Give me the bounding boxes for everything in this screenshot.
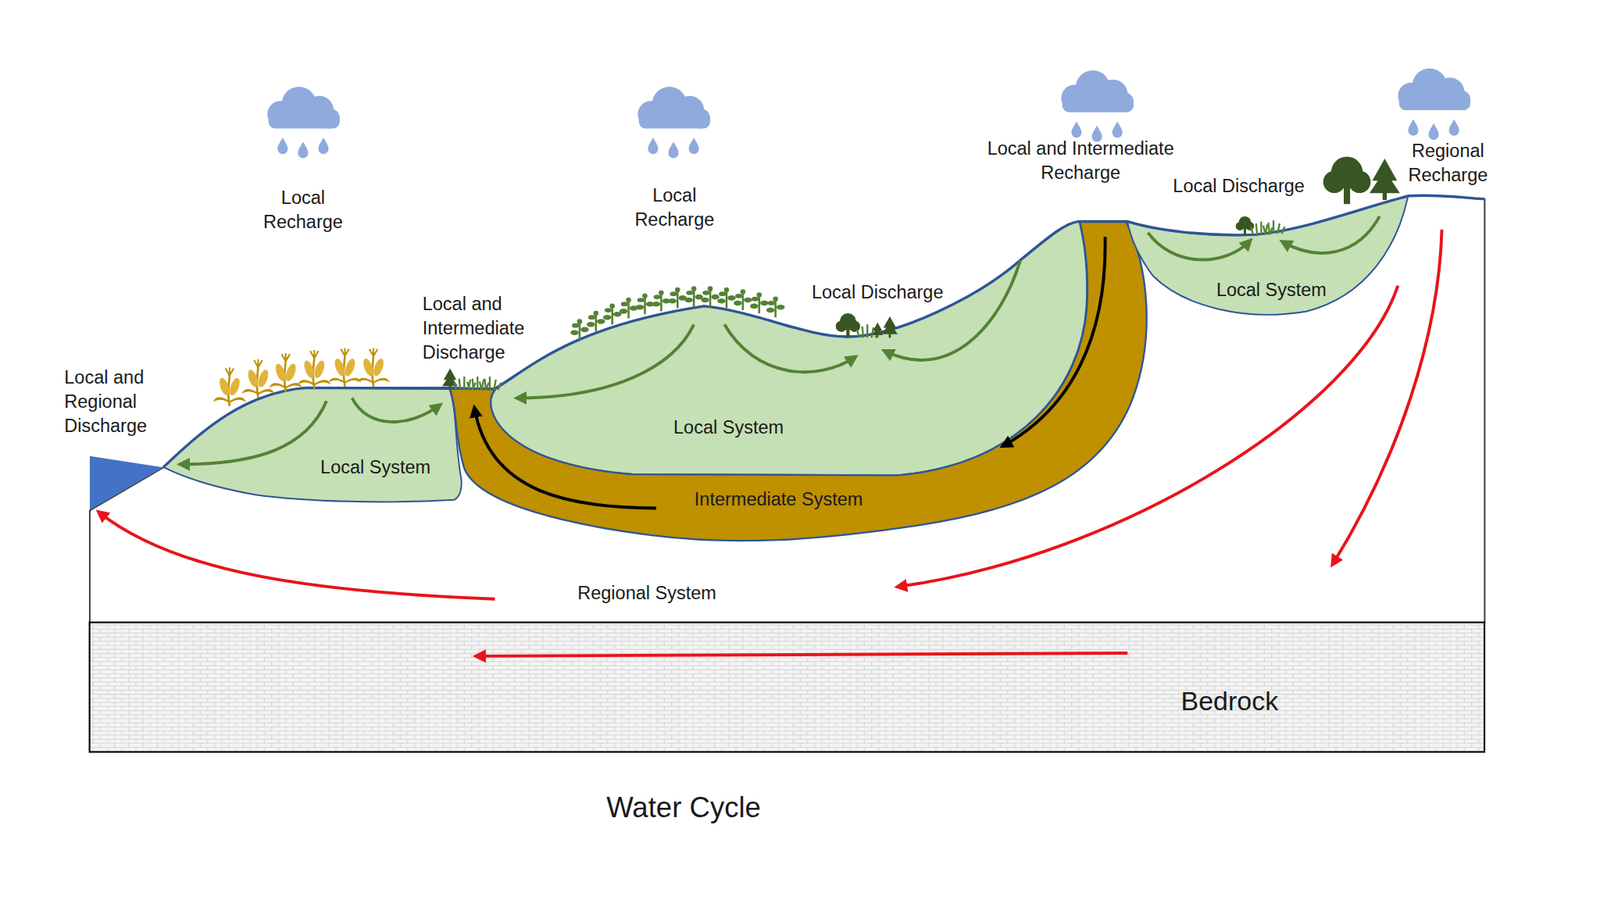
- system-name: Regional System: [577, 582, 717, 604]
- zone-label: Local and Intermediate Discharge: [422, 292, 546, 366]
- crop-plants: [357, 347, 390, 387]
- zone-label: Local and Intermediate Recharge: [971, 136, 1191, 186]
- bedrock-layer-shape: [89, 622, 1485, 753]
- rain-clouds: [267, 86, 340, 158]
- rain-clouds: [1060, 70, 1134, 142]
- rain-clouds: [637, 86, 711, 158]
- crop-plants: [242, 359, 275, 399]
- seedling-plants: [717, 287, 736, 309]
- regional-flow-system-shape: [89, 195, 1485, 623]
- crop-plants: [213, 367, 247, 407]
- rain-clouds: [1397, 68, 1471, 140]
- crop-plants: [328, 347, 362, 387]
- zone-label: Local and Regional Discharge: [64, 365, 167, 440]
- rain-clouds: [267, 68, 1471, 159]
- zone-label: Local Discharge: [775, 280, 980, 305]
- wetland-vegetation: [1369, 158, 1400, 200]
- local-flow-system: Local System: [153, 377, 470, 511]
- seedling-plants: [700, 285, 720, 308]
- seedling-plants: [750, 292, 769, 314]
- zone-label: Local Discharge: [1136, 174, 1341, 199]
- system-name: Bedrock: [1181, 685, 1279, 718]
- seedling-plants: [733, 289, 753, 311]
- local-flow-system-outline: [1117, 189, 1418, 327]
- intermediate-flow-system: Intermediate System: [439, 214, 1164, 551]
- system-name: Local System: [673, 416, 784, 439]
- local-flow-system: Local System: [1117, 189, 1418, 327]
- local-flow-system-shape: [490, 221, 1088, 475]
- system-name: Local System: [1216, 278, 1327, 301]
- regional-flow-system: Regional SystemLocal SystemLocal SystemI…: [86, 189, 1488, 626]
- zone-label: Regional Recharge: [1399, 139, 1497, 189]
- local-flow-system-shape: [1127, 196, 1408, 315]
- wetland-vegetation: [442, 368, 458, 390]
- wetland-vegetation: [1323, 156, 1372, 204]
- wetland-vegetation: [1235, 216, 1255, 236]
- figure-caption: Water Cycle: [606, 791, 761, 825]
- wetland-vegetation: [835, 313, 861, 338]
- zone-label: Local Recharge: [252, 185, 355, 236]
- crop-plants: [269, 353, 303, 393]
- zone-label: Local Recharge: [623, 183, 726, 233]
- system-name: Local System: [320, 456, 431, 479]
- seedling-plants: [635, 293, 655, 315]
- seedling-plants: [652, 290, 672, 312]
- bedrock-layer: Bedrock: [87, 620, 1487, 754]
- crop-plants: [297, 350, 331, 390]
- local-flow-system-outline: [153, 377, 470, 511]
- seedling-plants: [619, 297, 639, 319]
- seedling-plants: [586, 310, 606, 333]
- seedling-plants: [603, 303, 622, 325]
- system-name: Intermediate System: [694, 488, 864, 511]
- intermediate-flow-system-shape: [449, 221, 1147, 541]
- seedling-plants: [684, 285, 704, 308]
- seedling-plants: [668, 287, 688, 309]
- seedling-plants: [766, 296, 786, 318]
- local-flow-system-shape: [163, 387, 462, 502]
